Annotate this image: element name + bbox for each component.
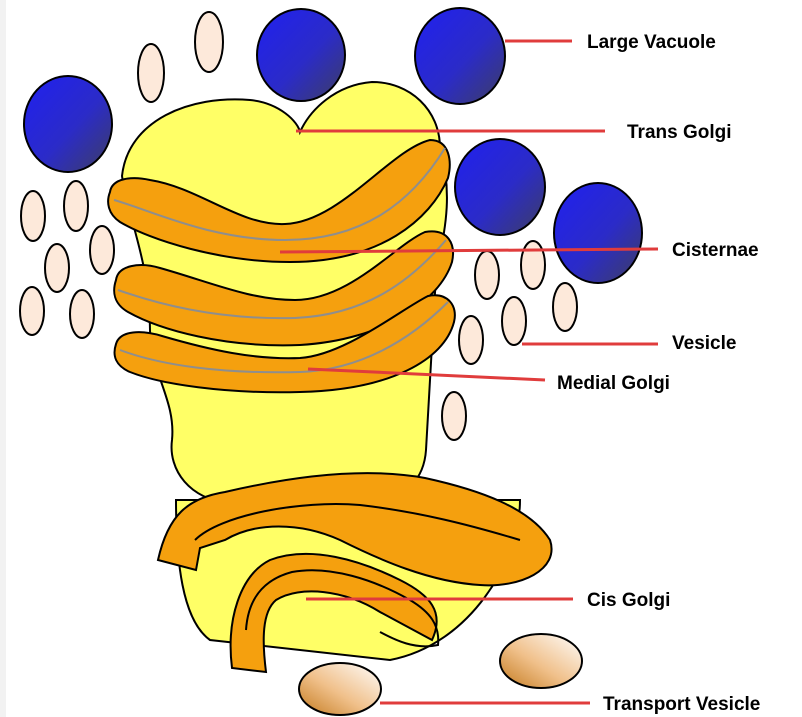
large-vacuole-icon — [455, 139, 545, 235]
vesicle-icon — [20, 287, 44, 335]
vesicle-icon — [553, 283, 577, 331]
vesicle-icon — [521, 241, 545, 289]
label-large-vacuole: Large Vacuole — [587, 32, 716, 53]
large-vacuole-icon — [24, 76, 112, 172]
label-cis-golgi: Cis Golgi — [587, 590, 670, 611]
large-vacuole-icon — [257, 9, 345, 101]
vesicle-icon — [195, 12, 223, 72]
vesicle-icon — [90, 226, 114, 274]
large-vacuole-icon — [415, 8, 505, 104]
vesicle-icon — [45, 244, 69, 292]
label-vesicle: Vesicle — [672, 333, 736, 354]
vesicle-icon — [502, 297, 526, 345]
vesicle-icon — [459, 316, 483, 364]
vesicle-icon — [70, 290, 94, 338]
transport-vesicle-icon — [299, 663, 381, 715]
large-vacuole-icon — [554, 183, 642, 283]
label-trans-golgi: Trans Golgi — [627, 122, 732, 143]
vesicle-icon — [21, 191, 45, 241]
label-transport-vesicle: Transport Vesicle — [603, 694, 760, 715]
vesicle-icon — [442, 392, 466, 440]
vesicle-icon — [475, 251, 499, 299]
frame-left-edge — [0, 0, 6, 717]
transport-vesicle-icon — [500, 634, 582, 688]
vesicle-icon — [64, 181, 88, 231]
vesicle-icon — [138, 44, 164, 102]
label-cisternae: Cisternae — [672, 240, 759, 261]
label-medial-golgi: Medial Golgi — [557, 373, 670, 394]
